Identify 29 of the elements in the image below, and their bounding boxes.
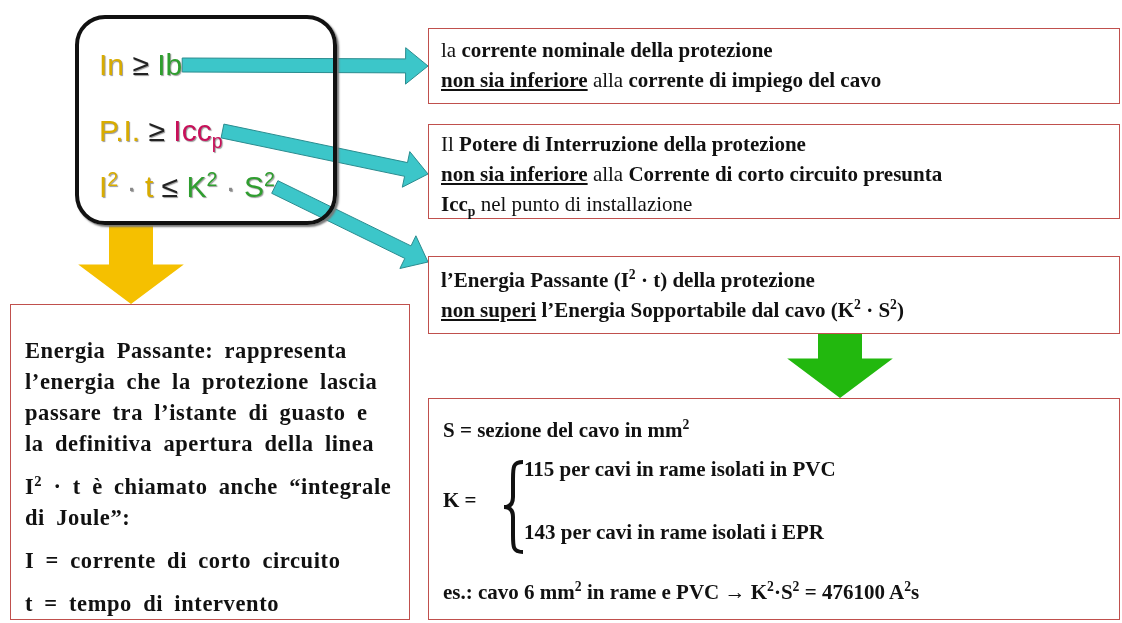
text: t = tempo di intervento (25, 590, 281, 618)
text: la corrente nominale della protezione (441, 37, 774, 64)
text: non sia inferiore alla Corrente di corto circuito presunta (441, 161, 944, 188)
block-arrow (220, 123, 429, 188)
text: Energia Passante: rappresenta l’energia che la protezione lascia passare tra l’istante di guasto e la definitiva apertura della linea (25, 337, 379, 458)
text-box-background (428, 398, 1120, 620)
text: K = (443, 487, 477, 514)
text: l’Energia Passante (I$^{2}$ · t) della protezione (441, 266, 816, 294)
text: 115 per cavi in rame isolati in PVC (524, 456, 836, 483)
block-arrow (181, 47, 429, 85)
text: I$^{2}$ · t è chiamato anche “integrale di Joule”: (25, 471, 393, 532)
text: Icc$_{p}$ nel punto di installazione (441, 191, 694, 219)
text-box-background (428, 28, 1120, 104)
text: I = corrente di corto circuito (25, 547, 342, 575)
formula-panel (75, 15, 337, 225)
block-arrow (787, 334, 893, 398)
text: es.: cavo 6 mm$^{2}$ in rame e PVC → K$^{2}$·S$^{2}$ = 476100 A$^{2}$s (443, 578, 920, 606)
formula-text: I$^{2}$ · t ≤ K$^{2}$ · S$^{2}$ (99, 169, 275, 205)
formula-text: In ≥ Ib (99, 47, 183, 83)
text-box-background (428, 256, 1120, 334)
text: S = sezione del cavo in mm$^{2}$ (443, 416, 690, 444)
text: 143 per cavi in rame isolati i EPR (524, 519, 824, 546)
block-arrow (271, 180, 429, 269)
text: non sia inferiore alla corrente di impiego del cavo (441, 67, 883, 94)
text-box-background (428, 124, 1120, 219)
text-box-background (10, 304, 410, 620)
block-arrow (78, 225, 184, 304)
text: Il Potere di Interruzione della protezione (441, 131, 807, 158)
text: non superi l’Energia Sopportabile dal cavo (K$^{2}$ · S$^{2}$) (441, 296, 905, 324)
